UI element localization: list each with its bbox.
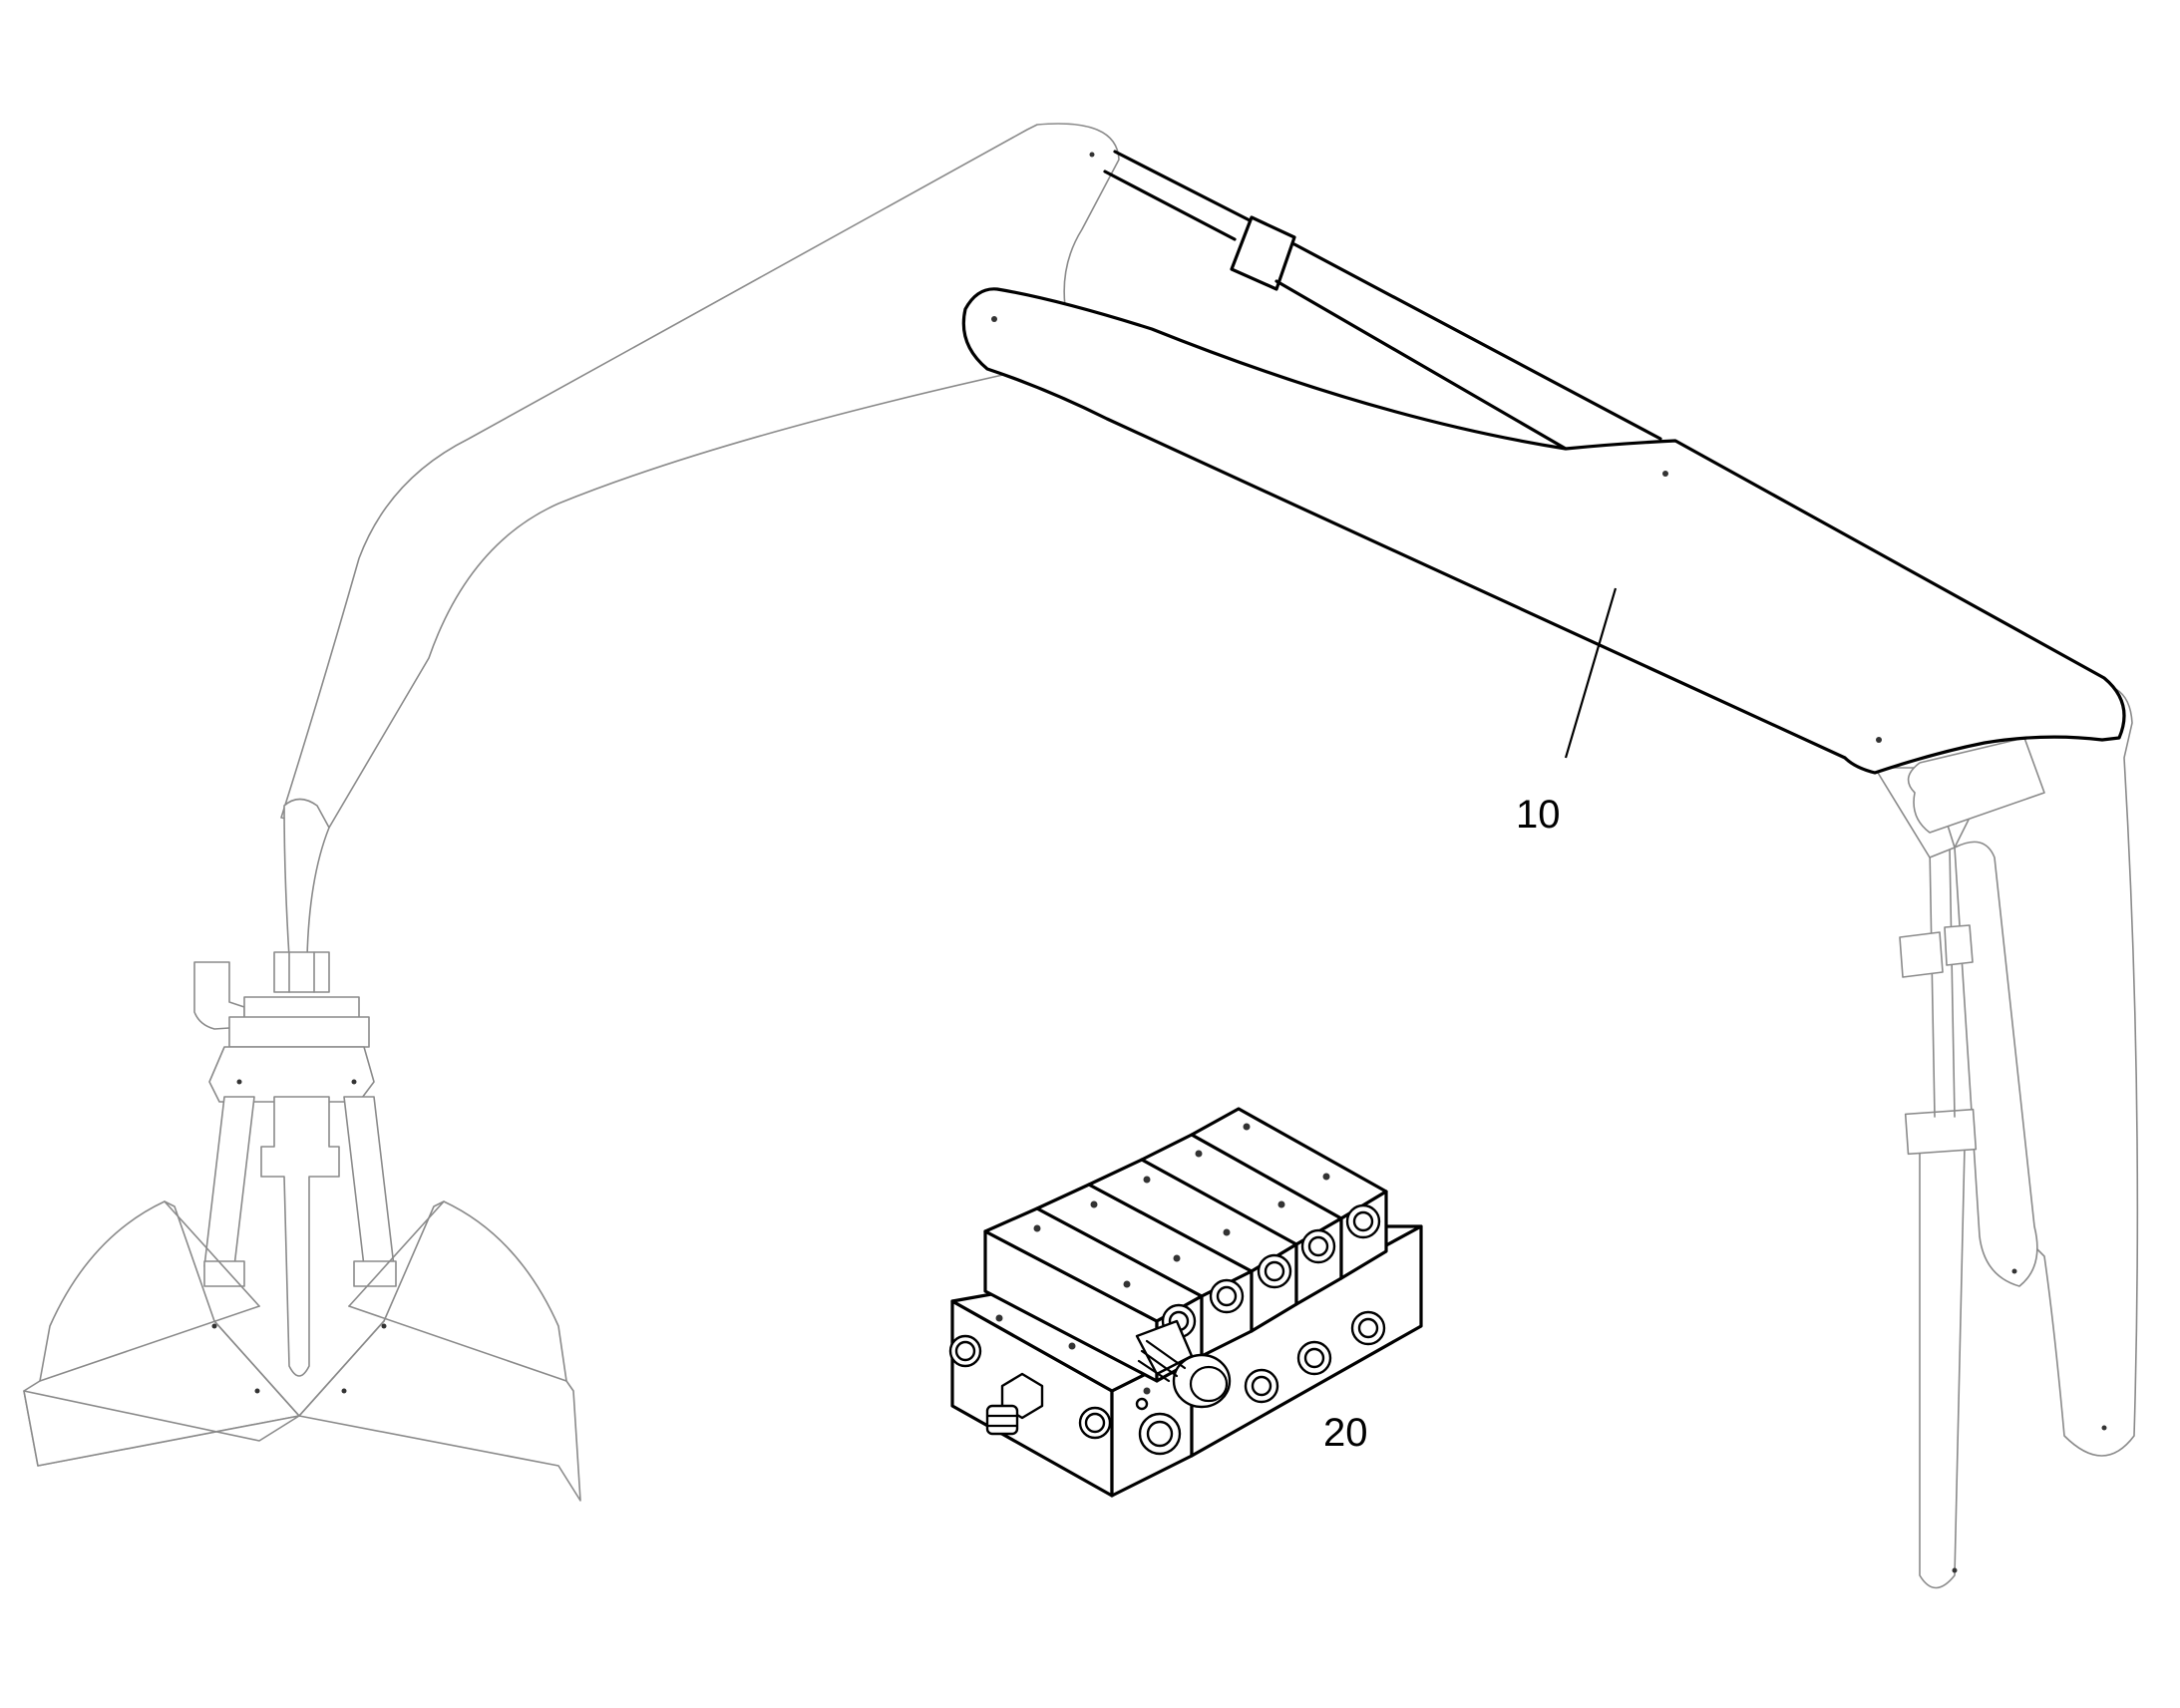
column-ghost bbox=[1874, 683, 2139, 1589]
main-boom-ghost bbox=[280, 123, 1120, 829]
callout-label-20: 20 bbox=[1323, 1411, 1368, 1455]
leader-line-10 bbox=[1564, 587, 1618, 759]
jib-boom-item-10 bbox=[961, 150, 2126, 775]
grab-bucket-ghost bbox=[23, 798, 581, 1502]
control-valve-item-20 bbox=[948, 1107, 1423, 1498]
callout-label-10: 10 bbox=[1516, 793, 1561, 837]
